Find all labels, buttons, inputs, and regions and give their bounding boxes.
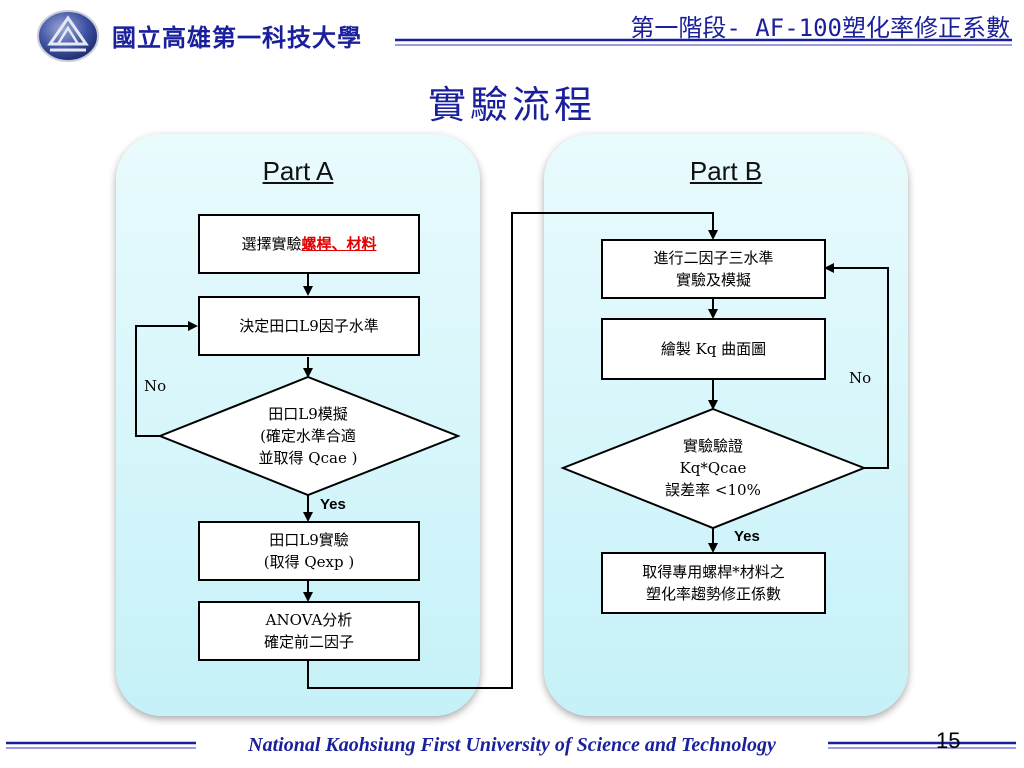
slide-title: 實驗流程	[427, 83, 596, 127]
part-a-step-anova-line1: ANOVA分析	[265, 611, 353, 629]
part-b-decision-line2: Kq*Qcae	[679, 459, 747, 477]
part-b-no-label: No	[849, 369, 872, 387]
part-a-step-select: 選擇實驗螺桿、材料	[198, 214, 420, 274]
part-a-step-levels-label: 決定田口L9因子水準	[239, 317, 379, 335]
part-a-decision-diamond	[157, 375, 461, 497]
part-a-decision-line1: 田口L9模擬	[268, 405, 348, 423]
header-title: 第一階段- AF-100塑化率修正系數	[630, 14, 1010, 42]
part-a-step-levels: 決定田口L9因子水準	[198, 296, 420, 356]
arrow-a-no-loop	[135, 321, 198, 437]
part-a-step-select-prefix: 選擇實驗	[241, 235, 302, 253]
part-a-step-anova-line2: 確定前二因子	[263, 633, 354, 651]
part-a-step-experiment: 田口L9實驗 (取得 Qexp )	[198, 521, 420, 581]
part-b-decision-diamond	[560, 407, 867, 530]
part-b-step-surface: 繪製 Kq 曲面圖	[601, 318, 826, 380]
part-b-step-correction-line2: 塑化率趨勢修正係數	[645, 585, 781, 603]
part-b-decision-text: 實驗驗證 Kq*Qcae 誤差率 <10%	[613, 435, 813, 501]
part-b-decision-line1: 實驗驗證	[682, 437, 743, 455]
part-a-title: Part A	[262, 156, 334, 186]
part-a-step-experiment-line1: 田口L9實驗	[269, 531, 349, 549]
arrow-a-to-b	[307, 212, 718, 689]
part-b-step-two-factor-line1: 進行二因子三水準	[653, 249, 774, 267]
part-a-decision-text: 田口L9模擬 (確定水準合適 並取得 Qcae )	[208, 403, 408, 469]
footer-university: National Kaohsiung First University of S…	[248, 734, 776, 756]
part-b-step-correction-line1: 取得專用螺桿*材料之	[642, 563, 785, 581]
university-logo	[37, 10, 99, 62]
part-b-title: Part B	[689, 156, 763, 186]
part-a-step-anova: ANOVA分析 確定前二因子	[198, 601, 420, 661]
part-b-step-correction: 取得專用螺桿*材料之 塑化率趨勢修正係數	[601, 552, 826, 614]
part-b-step-two-factor: 進行二因子三水準 實驗及模擬	[601, 239, 826, 299]
part-a-no-label: No	[144, 377, 167, 395]
part-a-decision-line2: (確定水準合適	[260, 427, 356, 445]
part-b-step-two-factor-line2: 實驗及模擬	[675, 271, 751, 289]
page-number: 15	[936, 728, 961, 753]
part-b-decision-line3: 誤差率 <10%	[665, 481, 761, 499]
part-b-yes-label: Yes	[734, 528, 760, 545]
university-name: 國立高雄第一科技大學	[112, 24, 362, 52]
part-a-decision-line3: 並取得 Qcae )	[258, 449, 358, 467]
part-a-step-select-highlight: 螺桿、材料	[301, 235, 377, 253]
arrow-b-no-loop	[824, 263, 889, 469]
part-b-step-surface-label: 繪製 Kq 曲面圖	[660, 340, 767, 358]
part-a-yes-label: Yes	[320, 496, 346, 513]
part-a-step-experiment-line2: (取得 Qexp )	[263, 553, 355, 571]
